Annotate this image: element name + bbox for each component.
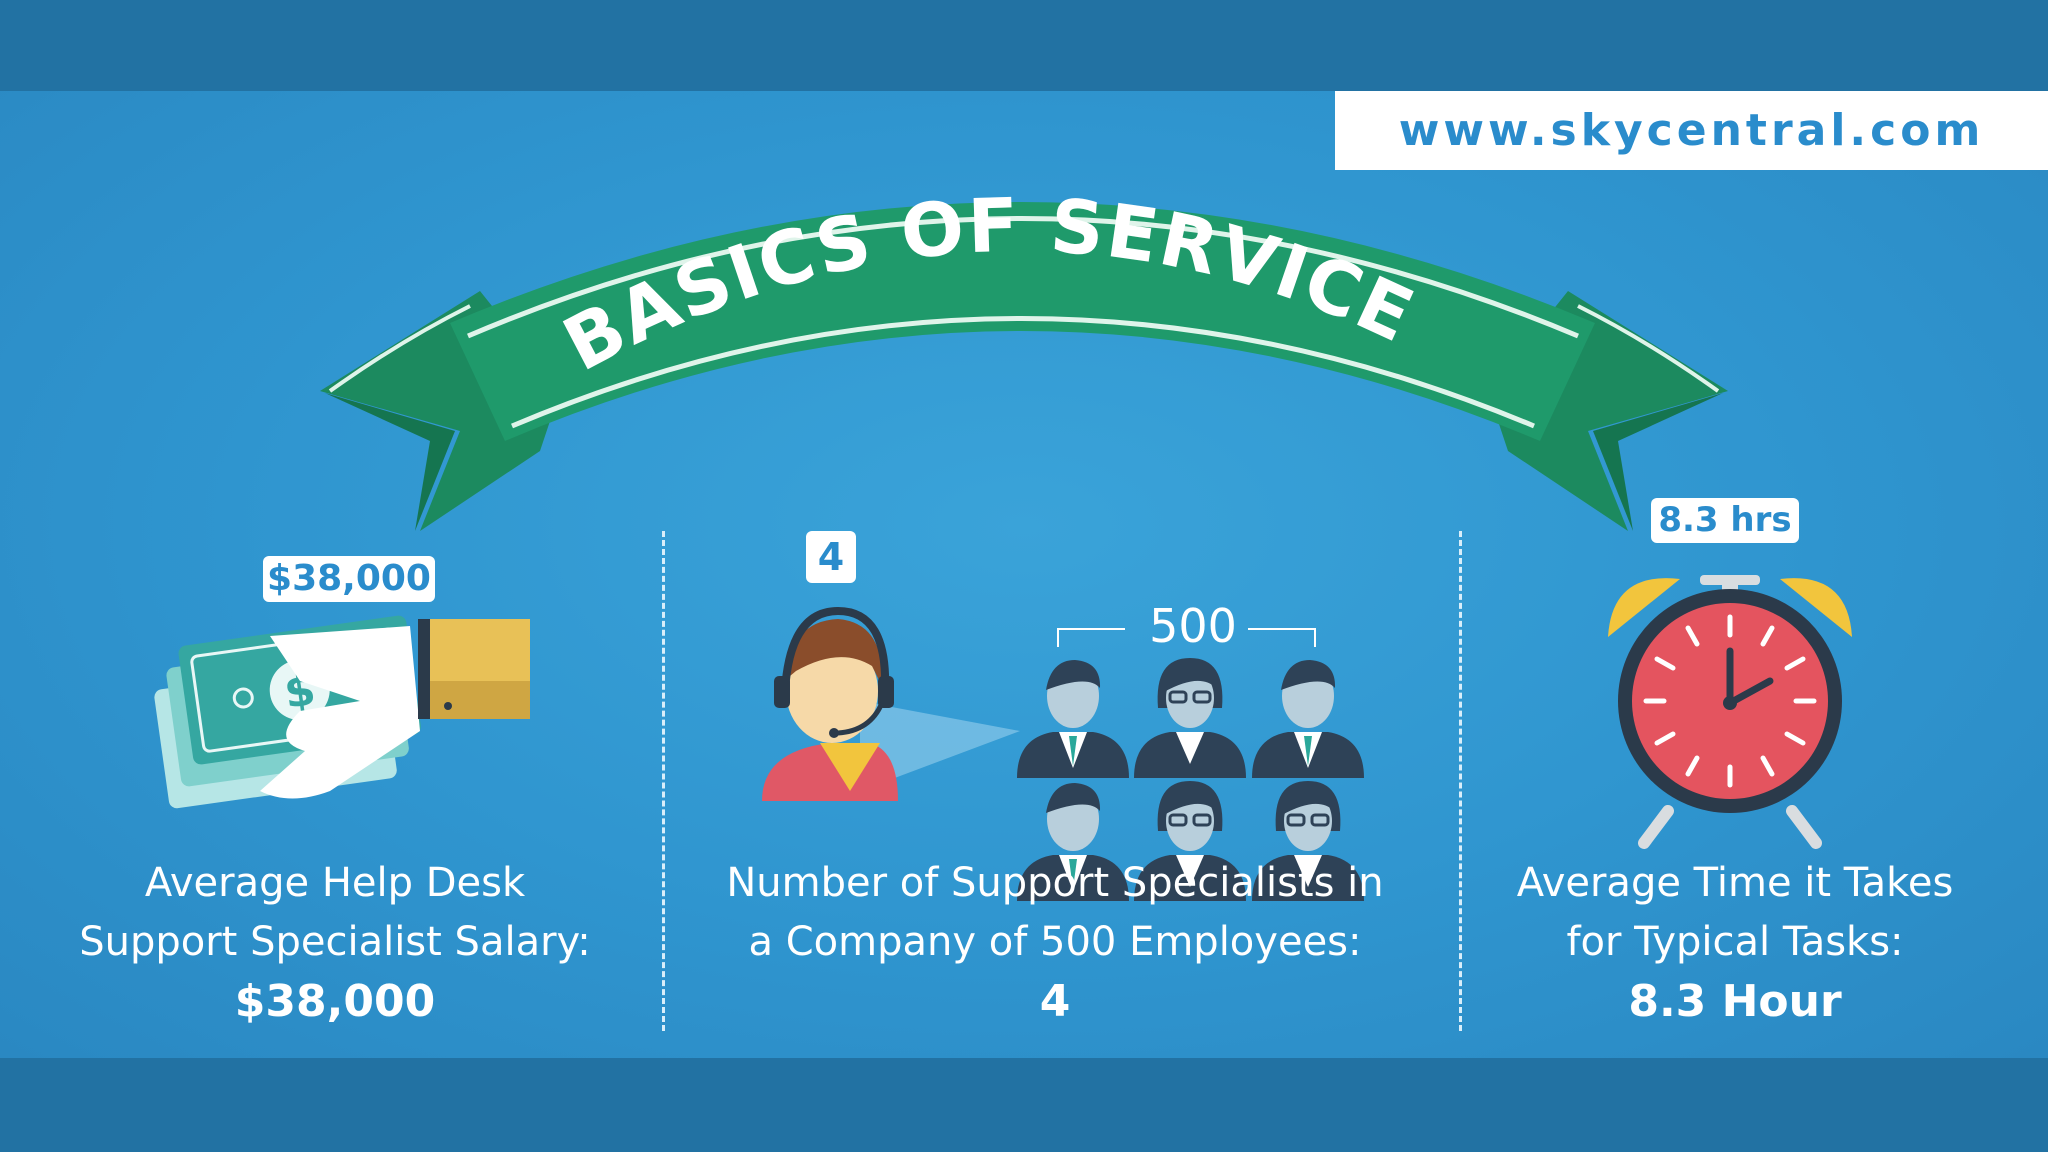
employee-count-label: 500 — [1149, 599, 1237, 653]
specialists-caption-line2: a Company of 500 Employees: — [748, 919, 1362, 965]
agent-body — [762, 743, 898, 801]
clock-center — [1723, 696, 1737, 710]
employee-avatar — [1132, 656, 1248, 780]
specialists-caption-line1: Number of Support Specialists in — [726, 860, 1384, 906]
title-ribbon: THE BASICS OF SERVICE DESK — [0, 91, 1728, 531]
ribbon-tail-left-shade — [325, 393, 455, 531]
website-link[interactable]: www.skycentral.com — [1398, 105, 1985, 156]
agent-face — [786, 639, 878, 743]
ribbon-band — [450, 202, 1595, 441]
divider-right — [1459, 531, 1462, 1031]
ribbon-tail-right-stripe — [1577, 304, 1720, 393]
headset-mic-tip — [829, 728, 839, 738]
employee-avatar — [1252, 660, 1364, 778]
bill-middle — [166, 637, 409, 787]
clock-hand-minute — [1726, 677, 1774, 707]
clock-leg-right — [1786, 805, 1822, 849]
headset-ear-right — [878, 676, 894, 708]
clock-leg-left — [1638, 805, 1674, 849]
projection-beam — [860, 701, 1020, 791]
bill-seal — [269, 660, 330, 721]
hand — [260, 626, 420, 799]
salary-caption: Average Help Desk Support Specialist Sal… — [60, 854, 610, 1031]
time-value: 8.3 Hour — [1628, 976, 1842, 1027]
agent-collar — [820, 743, 880, 791]
time-caption-line1: Average Time it Takes — [1516, 860, 1954, 906]
salary-caption-line2: Support Specialist Salary: — [79, 919, 591, 965]
infographic-canvas: www.skycentral.com THE BASICS OF SERVICE… — [0, 91, 2048, 1058]
ribbon-stripe-bottom — [511, 316, 1535, 429]
ribbon-tail-right-shade — [1593, 393, 1723, 531]
specialists-caption: Number of Support Specialists in a Compa… — [700, 854, 1410, 1031]
salary-caption-line1: Average Help Desk — [144, 860, 526, 906]
time-tag: 8.3 hrs — [1651, 498, 1799, 543]
dollar-glyph: $ — [281, 664, 318, 719]
time-caption-line2: for Typical Tasks: — [1566, 919, 1904, 965]
bill-dot-left — [232, 687, 254, 709]
ribbon-tail-left-stripe — [328, 304, 471, 393]
headset-ear-left — [774, 676, 790, 708]
cuff-button — [444, 702, 452, 710]
sleeve-shade — [430, 681, 530, 719]
bill-dot-right — [345, 671, 367, 693]
website-badge[interactable]: www.skycentral.com — [1335, 91, 2048, 170]
salary-tag: $38,000 — [263, 556, 435, 602]
employee-avatar — [1017, 660, 1129, 778]
time-caption: Average Time it Takes for Typical Tasks:… — [1490, 854, 1980, 1031]
salary-value: $38,000 — [234, 976, 436, 1027]
divider-left — [662, 531, 665, 1031]
specialists-tag: 4 — [806, 531, 856, 583]
headset-mic — [837, 701, 885, 736]
specialists-value: 4 — [1039, 976, 1071, 1027]
bill-back — [154, 659, 397, 809]
ribbon-stripe-top — [467, 216, 1579, 339]
